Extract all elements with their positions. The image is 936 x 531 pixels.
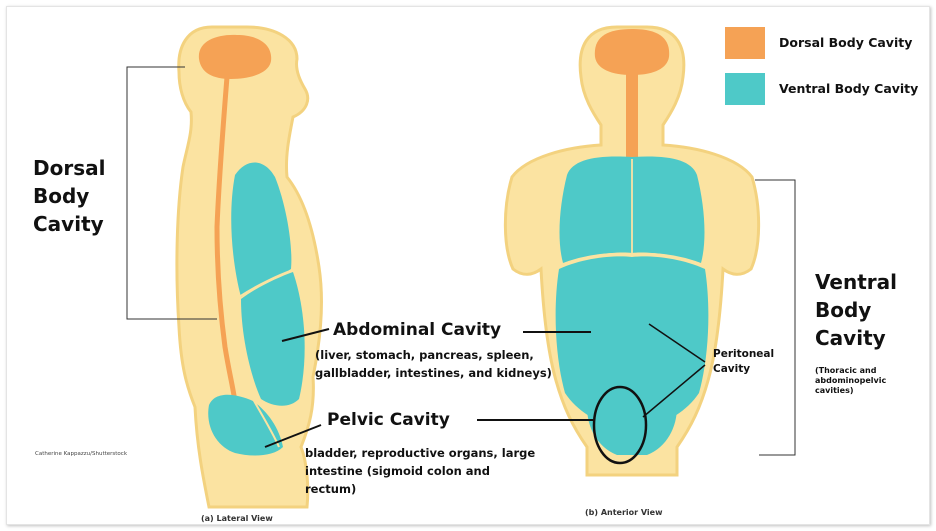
ventral-desc-line-3: cavities) (815, 386, 854, 395)
lateral-brain-dorsal (199, 35, 271, 79)
lateral-view-figure (127, 27, 321, 507)
ventral-title-line-1: Ventral (815, 270, 897, 294)
lateral-view-caption: (a) Lateral View (201, 514, 273, 523)
ventral-bracket (755, 180, 795, 455)
ventral-desc-line-2: abdominopelvic (815, 376, 886, 385)
abdominal-desc-line-1: (liver, stomach, pancreas, spleen, (315, 348, 534, 362)
pelvic-desc-line-2: intestine (sigmoid colon and (305, 464, 490, 478)
abdominal-title: Abdominal Cavity (333, 320, 501, 340)
dorsal-title-line-1: Dorsal (33, 156, 105, 180)
dorsal-title-line-3: Cavity (33, 212, 104, 236)
diagram-frame: Dorsal Body Cavity Ventral Body Cavity D… (6, 6, 930, 525)
image-credit: Catherine Kappazzu/Shutterstock (35, 451, 128, 457)
legend-dorsal-swatch (725, 27, 765, 59)
legend: Dorsal Body Cavity Ventral Body Cavity (725, 27, 918, 105)
body-cavities-diagram: Dorsal Body Cavity Ventral Body Cavity D… (7, 7, 929, 524)
pelvic-title: Pelvic Cavity (327, 410, 450, 430)
anterior-spinal-cord (626, 73, 638, 159)
ventral-title-line-2: Body (815, 298, 871, 322)
anterior-view-caption: (b) Anterior View (585, 508, 663, 517)
ventral-title-line-3: Cavity (815, 326, 886, 350)
anterior-brain-dorsal (595, 29, 669, 75)
pelvic-desc-line-1: bladder, reproductive organs, large (305, 446, 535, 460)
pelvic-desc-line-3: rectum) (305, 482, 356, 496)
ventral-desc-line-1: (Thoracic and (815, 366, 877, 375)
legend-ventral-label: Ventral Body Cavity (779, 81, 918, 96)
abdominal-desc-line-2: gallbladder, intestines, and kidneys) (315, 366, 552, 380)
peritoneal-line-1: Peritoneal (713, 348, 774, 360)
legend-ventral-swatch (725, 73, 765, 105)
peritoneal-line-2: Cavity (713, 363, 750, 375)
legend-dorsal-label: Dorsal Body Cavity (779, 35, 912, 50)
dorsal-title-line-2: Body (33, 184, 89, 208)
